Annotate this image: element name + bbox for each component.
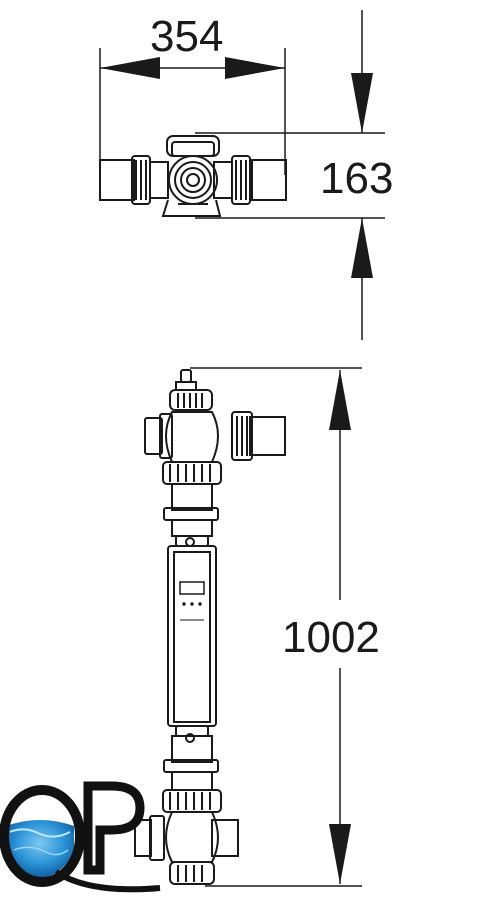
width-dimension-label: 354 bbox=[150, 12, 224, 61]
qp-logo bbox=[0, 781, 161, 893]
top-view bbox=[99, 10, 385, 340]
side-view bbox=[134, 367, 362, 887]
height-dimension-label: 1002 bbox=[282, 613, 380, 662]
depth-dimension-label: 163 bbox=[320, 154, 394, 203]
